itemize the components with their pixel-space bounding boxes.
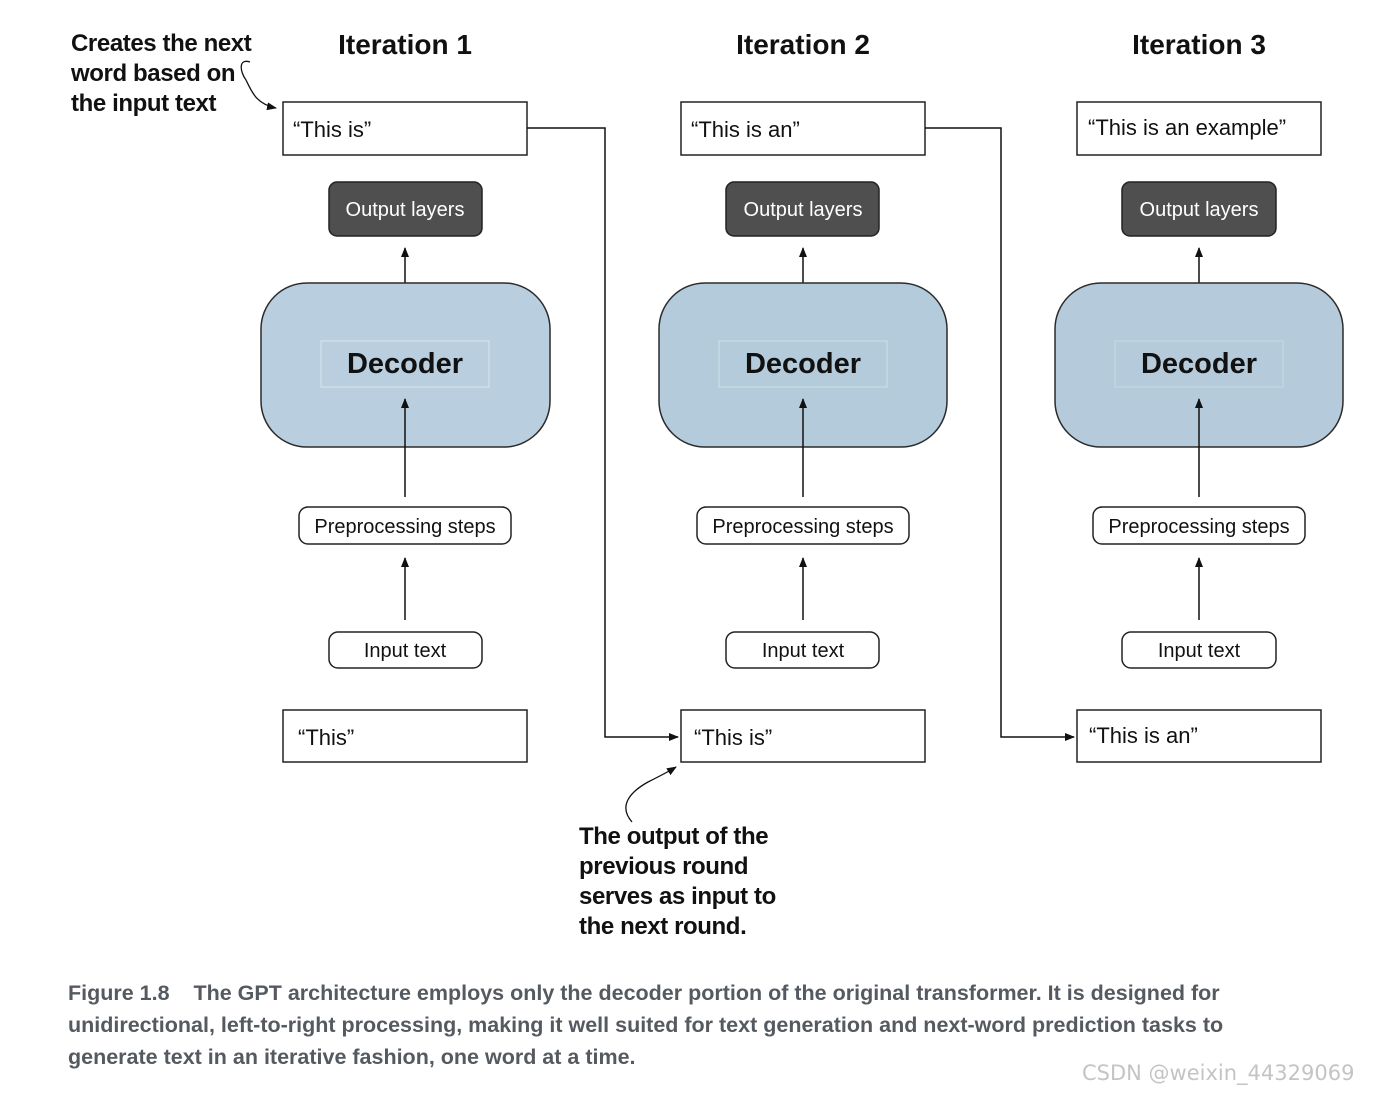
- iteration-2-preprocessing-label: Preprocessing steps: [712, 516, 893, 538]
- figure-caption: Figure 1.8 The GPT architecture employs …: [68, 977, 1348, 1073]
- iteration-3-output-layers-label: Output layers: [1140, 199, 1259, 221]
- iteration-2-decoder-label-box: [718, 340, 888, 388]
- figure-label: Figure 1.8: [68, 981, 170, 1005]
- iteration-1-output-layers: [328, 181, 483, 237]
- iteration-2-output-layers-label: Output layers: [744, 199, 863, 221]
- iteration-2-input-text-box: [725, 631, 880, 669]
- annotation-feedback-line: The output of the: [579, 823, 769, 850]
- annotation-feedback-line: previous round: [579, 853, 749, 880]
- iteration-2-output-text: “This is an”: [691, 117, 800, 142]
- iteration-1-decoder-label: Decoder: [347, 348, 463, 380]
- iteration-2-input-text-label: Input text: [762, 640, 845, 662]
- caption-line: unidirectional, left-to-right processing…: [68, 1013, 1224, 1037]
- iteration-3-input-text: “This is an”: [1089, 723, 1198, 748]
- annotation-next-word-line: the input text: [71, 90, 217, 117]
- iteration-3-title: Iteration 3: [1132, 29, 1266, 60]
- feedback-arrow-2-to-3: [925, 127, 1075, 741]
- iteration-1-input-box: [282, 709, 528, 763]
- iteration-2-input-text: “This is”: [694, 725, 772, 750]
- annotation-feedback-line: the next round.: [579, 913, 747, 940]
- iteration-2-decoder-label: Decoder: [745, 348, 861, 380]
- iteration-1-output-box: [282, 101, 528, 156]
- iteration-1-input-text-box: [328, 631, 483, 669]
- iteration-3-input-box: [1076, 709, 1322, 763]
- annotation-feedback: The output of the previous round serves …: [579, 822, 776, 942]
- iteration-3-output-layers: [1121, 181, 1277, 237]
- iteration-2-output-layers: [725, 181, 880, 237]
- caption-line: Figure 1.8 The GPT architecture employs …: [68, 977, 1348, 1009]
- iteration-1-output-layers-label: Output layers: [346, 199, 465, 221]
- annotation-bottom-pointer: [625, 766, 677, 823]
- annotation-feedback-line: serves as input to: [579, 883, 776, 910]
- iteration-1-output-text: “This is”: [293, 117, 371, 142]
- iteration-2-output-box: [680, 101, 926, 156]
- iteration-1-preprocessing-box: [298, 506, 512, 545]
- iteration-2-title: Iteration 2: [736, 29, 870, 60]
- annotation-next-word-line: Creates the next: [71, 30, 252, 57]
- annotation-top-pointer: [240, 60, 277, 111]
- iteration-1-decoder-label-box: [320, 340, 490, 388]
- iteration-1-title: Iteration 1: [338, 29, 472, 60]
- iteration-3-decoder-label: Decoder: [1141, 348, 1257, 380]
- caption-line: generate text in an iterative fashion, o…: [68, 1045, 636, 1069]
- iteration-3-input-text-label: Input text: [1158, 640, 1241, 662]
- iteration-1-preprocessing-label: Preprocessing steps: [314, 516, 495, 538]
- iteration-3-preprocessing-label: Preprocessing steps: [1108, 516, 1289, 538]
- iteration-3-preprocessing-box: [1092, 506, 1306, 545]
- iteration-3-output-box: [1076, 101, 1322, 156]
- iteration-1-input-text: “This”: [298, 725, 354, 750]
- caption-line-text: The GPT architecture employs only the de…: [193, 981, 1220, 1005]
- iteration-3-decoder-label-box: [1114, 340, 1284, 388]
- feedback-arrow-1-to-2: [527, 127, 679, 741]
- iteration-1-column: Iteration 1 “This is” Output layers Deco…: [260, 29, 551, 763]
- iteration-1-input-text-label: Input text: [364, 640, 447, 662]
- iteration-3-input-text-box: [1121, 631, 1277, 669]
- iteration-2-column: Iteration 2 “This is an” Output layers D…: [658, 29, 948, 763]
- annotation-next-word-line: word based on: [71, 60, 236, 87]
- iteration-2-input-box: [680, 709, 926, 763]
- iteration-2-preprocessing-box: [696, 506, 910, 545]
- iteration-3-output-text: “This is an example”: [1088, 115, 1286, 140]
- annotation-next-word: Creates the next word based on the input…: [71, 29, 252, 119]
- iteration-3-column: Iteration 3 “This is an example” Output …: [1054, 29, 1344, 763]
- watermark: CSDN @weixin_44329069: [1082, 1061, 1355, 1085]
